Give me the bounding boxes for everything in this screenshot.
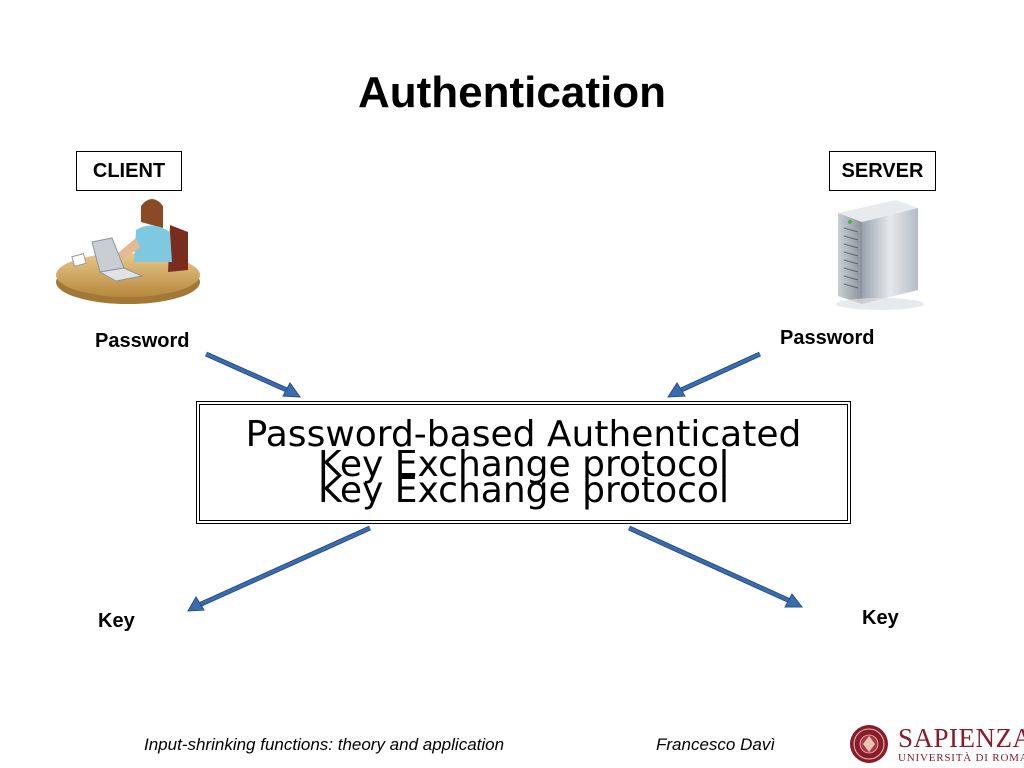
- server-key-label: Key: [862, 607, 899, 629]
- logo-name: SAPIENZA: [898, 723, 1024, 753]
- server-label-box: SERVER: [829, 151, 936, 191]
- protocol-line-2: Key Exchange protocol: [318, 444, 729, 485]
- client-label-box: CLIENT: [76, 151, 182, 191]
- arrow-client-password-in: [204, 351, 302, 398]
- footer-author: Francesco Davì: [656, 735, 776, 754]
- arrow-client-key-out: [187, 525, 372, 612]
- arrow-server-password-in: [667, 351, 762, 398]
- client-key-label: Key: [98, 610, 135, 632]
- arrow-server-key-out: [627, 525, 804, 608]
- slide-title: Authentication: [358, 68, 666, 117]
- server-password-label: Password: [780, 327, 875, 349]
- client-password-label: Password: [95, 330, 190, 352]
- footer-talk-title: Input-shrinking functions: theory and ap…: [144, 735, 505, 754]
- protocol-line-1: Password-based Authenticated: [245, 414, 802, 455]
- protocol-line-3: Key Exchange protocol: [318, 470, 729, 511]
- logo-subtitle: UNIVERSITÀ DI ROMA: [898, 752, 1024, 764]
- protocol-box: Password-based Authenticated Key Exchang…: [196, 401, 851, 524]
- university-seal-icon: [850, 725, 888, 763]
- university-logo: SAPIENZA UNIVERSITÀ DI ROMA: [898, 724, 1024, 765]
- person-at-laptop-icon: [56, 199, 200, 304]
- server-tower-icon: [836, 200, 924, 310]
